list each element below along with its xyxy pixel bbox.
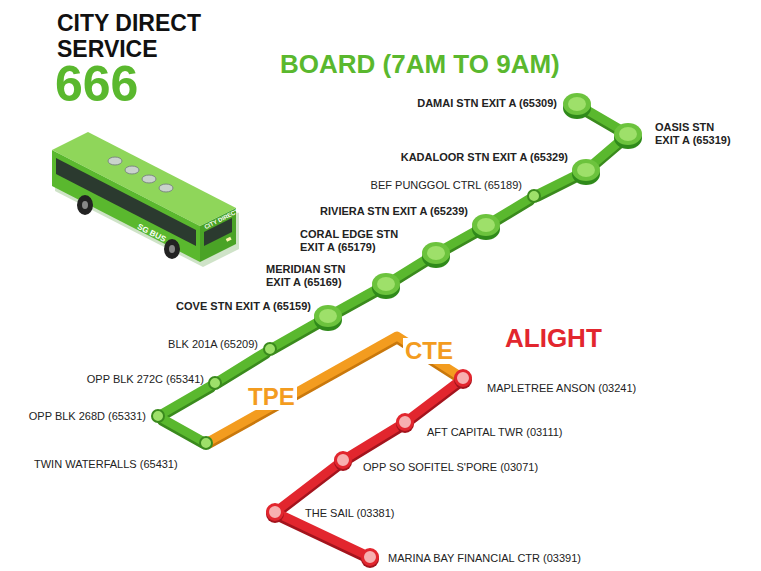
stop-marker (527, 189, 541, 203)
route-segment (279, 463, 338, 511)
stop-label: MERIDIAN STN EXIT A (65169) (266, 263, 350, 289)
route-segment (219, 351, 267, 384)
station-stop: KADALOOR STN EXIT A (65329) (572, 156, 600, 184)
route-segment (162, 385, 212, 417)
route-line (162, 418, 203, 441)
route-line (409, 381, 458, 418)
alight-heading: ALIGHT (505, 324, 602, 352)
expressway-name: TPE (246, 384, 297, 410)
route-segment (348, 425, 401, 460)
bus-stop: BLK 201A (65209) (263, 342, 277, 356)
route-line (274, 320, 321, 347)
alight-stop: AFT CAPITAL TWR (03111) (396, 413, 414, 431)
stop-marker (334, 451, 352, 469)
board-heading: BOARD (7AM TO 9AM) (280, 50, 560, 78)
route-segment (162, 418, 203, 444)
alight-stop: MARINA BAY FINANCIAL CTR (03391) (361, 548, 379, 566)
route-line (279, 463, 338, 508)
stop-label: MAPLETREE ANSON (03241) (487, 382, 636, 395)
stop-marker (263, 342, 277, 356)
route-segment (210, 336, 459, 444)
route-segment (409, 381, 458, 421)
station-stop: OASIS STN EXIT A (65319) (614, 120, 642, 148)
bus-stop: TWIN WATERFALLS (65431) (199, 436, 213, 450)
bus-stop: BEF PUNGGOL CTRL (65189) (527, 189, 541, 203)
station-stop: COVE STN EXIT A (65159) (314, 302, 342, 330)
stop-label: CORAL EDGE STN EXIT A (65179) (300, 228, 404, 254)
stop-marker (199, 436, 213, 450)
station-stop: MERIDIAN STN EXIT A (65169) (372, 270, 400, 298)
stop-label: BEF PUNGGOL CTRL (65189) (371, 179, 522, 192)
stop-marker (151, 409, 165, 423)
stop-label: BLK 201A (65209) (168, 338, 258, 351)
route-line (210, 336, 459, 441)
expressway-name: CTE (403, 338, 455, 364)
stop-marker (208, 376, 222, 390)
route-line (335, 288, 378, 312)
stop-label: DAMAI STN EXIT A (65309) (417, 97, 557, 110)
stop-marker (361, 548, 379, 566)
route-line (162, 385, 212, 414)
stop-label: OPP SO SOFITEL S'PORE (03071) (363, 461, 538, 474)
bus-stop: OPP BLK 268D (65331) (151, 409, 165, 423)
alight-stop: THE SAIL (03381) (266, 503, 284, 521)
stop-label: OPP BLK 268D (65331) (29, 410, 146, 423)
route-segment (335, 288, 378, 315)
stop-label: MARINA BAY FINANCIAL CTR (03391) (388, 552, 581, 565)
stop-label: OASIS STN EXIT A (65319) (655, 121, 737, 147)
stop-marker (572, 156, 600, 184)
station-stop: RIVIERA STN EXIT A (65239) (472, 211, 500, 239)
route-line (493, 198, 530, 220)
stop-marker (372, 270, 400, 298)
stop-marker (454, 369, 472, 387)
stop-marker (314, 302, 342, 330)
route-line (280, 514, 365, 554)
route-segment (493, 198, 530, 223)
alight-stop: OPP SO SOFITEL S'PORE (03071) (334, 451, 352, 469)
stop-label: TWIN WATERFALLS (65431) (34, 458, 178, 471)
route-segment (280, 514, 365, 557)
stop-label: AFT CAPITAL TWR (03111) (427, 426, 563, 439)
stop-marker (614, 120, 642, 148)
route-line (219, 351, 267, 381)
station-stop: CORAL EDGE STN EXIT A (65179) (422, 239, 450, 267)
route-line (348, 425, 401, 457)
bus-stop: OPP BLK 272C (65341) (208, 376, 222, 390)
stop-marker (422, 239, 450, 267)
stop-label: RIVIERA STN EXIT A (65239) (320, 205, 468, 218)
stop-marker (266, 503, 284, 521)
alight-stop: MAPLETREE ANSON (03241) (454, 369, 472, 387)
stop-marker (396, 413, 414, 431)
stop-label: OPP BLK 272C (65341) (87, 373, 204, 386)
station-stop: DAMAI STN EXIT A (65309) (563, 90, 591, 118)
route-segment (538, 174, 579, 197)
route-line (538, 174, 579, 194)
stop-marker (563, 90, 591, 118)
stop-marker (472, 211, 500, 239)
route-segment (274, 320, 321, 350)
stop-label: THE SAIL (03381) (305, 507, 394, 520)
stop-label: COVE STN EXIT A (65159) (176, 300, 311, 313)
route-number: 666 (55, 58, 138, 110)
route-shadow (210, 339, 459, 444)
service-title: CITY DIRECT SERVICE (57, 10, 225, 62)
stop-label: KADALOOR STN EXIT A (65329) (401, 151, 568, 164)
